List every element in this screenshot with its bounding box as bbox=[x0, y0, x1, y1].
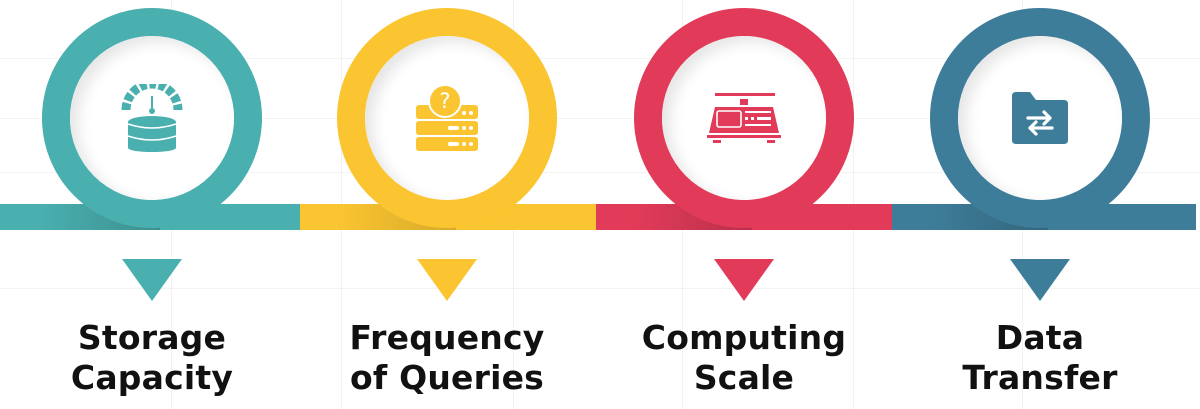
pointer-triangle-computing bbox=[714, 259, 774, 301]
step-label-transfer: Data Transfer bbox=[910, 318, 1170, 398]
svg-text:?: ? bbox=[439, 89, 450, 113]
step-label-computing: Computing Scale bbox=[614, 318, 874, 398]
label-line-2: Scale bbox=[693, 358, 795, 397]
label-line-1: Storage bbox=[77, 318, 227, 357]
step-ring-computing bbox=[634, 8, 854, 228]
grid-line bbox=[0, 118, 1200, 119]
step-label-storage: Storage Capacity bbox=[22, 318, 282, 398]
step-ring-queries: ? bbox=[337, 8, 557, 228]
label-line-2: Capacity bbox=[70, 358, 234, 397]
ring-inner: ? bbox=[365, 36, 529, 200]
step-ring-storage bbox=[42, 8, 262, 228]
grid-line bbox=[0, 58, 1200, 59]
pointer-triangle-queries bbox=[417, 259, 477, 301]
ring-inner bbox=[662, 36, 826, 200]
step-ring-transfer bbox=[930, 8, 1150, 228]
pointer-triangle-storage bbox=[122, 259, 182, 301]
grid-line bbox=[0, 288, 1200, 289]
server-question-icon: ? bbox=[416, 85, 478, 151]
database-gauge-icon bbox=[121, 84, 183, 152]
pointer-triangle-transfer bbox=[1010, 259, 1070, 301]
label-line-1: Computing bbox=[641, 318, 847, 357]
step-label-queries: Frequency of Queries bbox=[317, 318, 577, 398]
ring-inner bbox=[70, 36, 234, 200]
folder-transfer-icon bbox=[1012, 92, 1068, 144]
label-line-2: of Queries bbox=[349, 358, 545, 397]
grid-line bbox=[0, 172, 1200, 173]
weighing-scale-icon bbox=[707, 93, 781, 143]
label-line-1: Frequency bbox=[349, 318, 545, 357]
ring-inner bbox=[958, 36, 1122, 200]
label-line-1: Data bbox=[995, 318, 1085, 357]
label-line-2: Transfer bbox=[962, 358, 1118, 397]
